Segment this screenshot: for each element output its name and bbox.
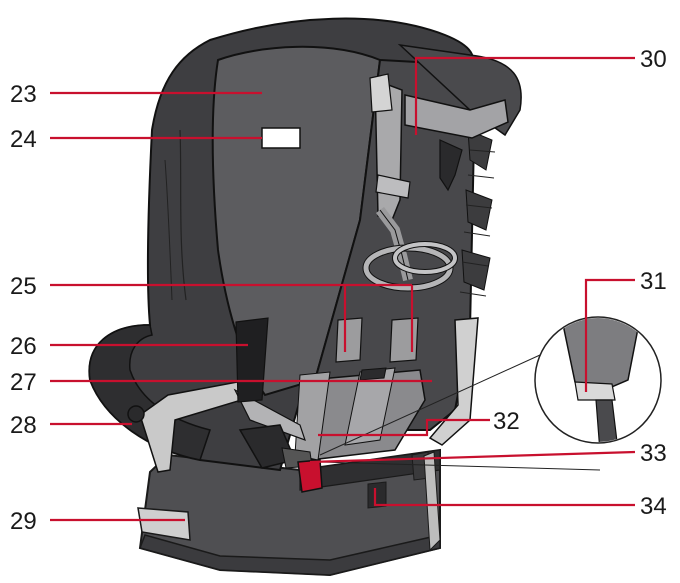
leader-32 [318, 418, 490, 437]
callout-31: 31 [640, 268, 667, 295]
callout-34: 34 [640, 493, 667, 520]
label-plate [261, 127, 301, 149]
detail-inset [319, 316, 662, 471]
seat-base [137, 448, 441, 577]
leader-30 [414, 56, 635, 135]
callout-23: 23 [10, 81, 37, 108]
callout-24: 24 [10, 126, 37, 153]
car-seat-illustration [88, 17, 522, 577]
callout-27: 27 [10, 369, 37, 396]
leader-31 [584, 278, 635, 392]
leader-33 [309, 450, 636, 464]
callout-32: 32 [493, 408, 520, 435]
callout-29: 29 [10, 508, 37, 535]
callout-28: 28 [10, 412, 37, 439]
leader-25 [50, 283, 414, 352]
lower-anchor-belt [127, 317, 323, 493]
harness-straps [294, 73, 509, 461]
callout-leaders [50, 56, 636, 522]
callout-33: 33 [640, 440, 667, 467]
callout-labels: 23 24 25 26 27 28 29 30 31 32 33 34 [10, 46, 667, 535]
callout-26: 26 [10, 333, 37, 360]
callout-25: 25 [10, 273, 37, 300]
callout-30: 30 [640, 46, 667, 73]
leader-34 [373, 488, 635, 507]
